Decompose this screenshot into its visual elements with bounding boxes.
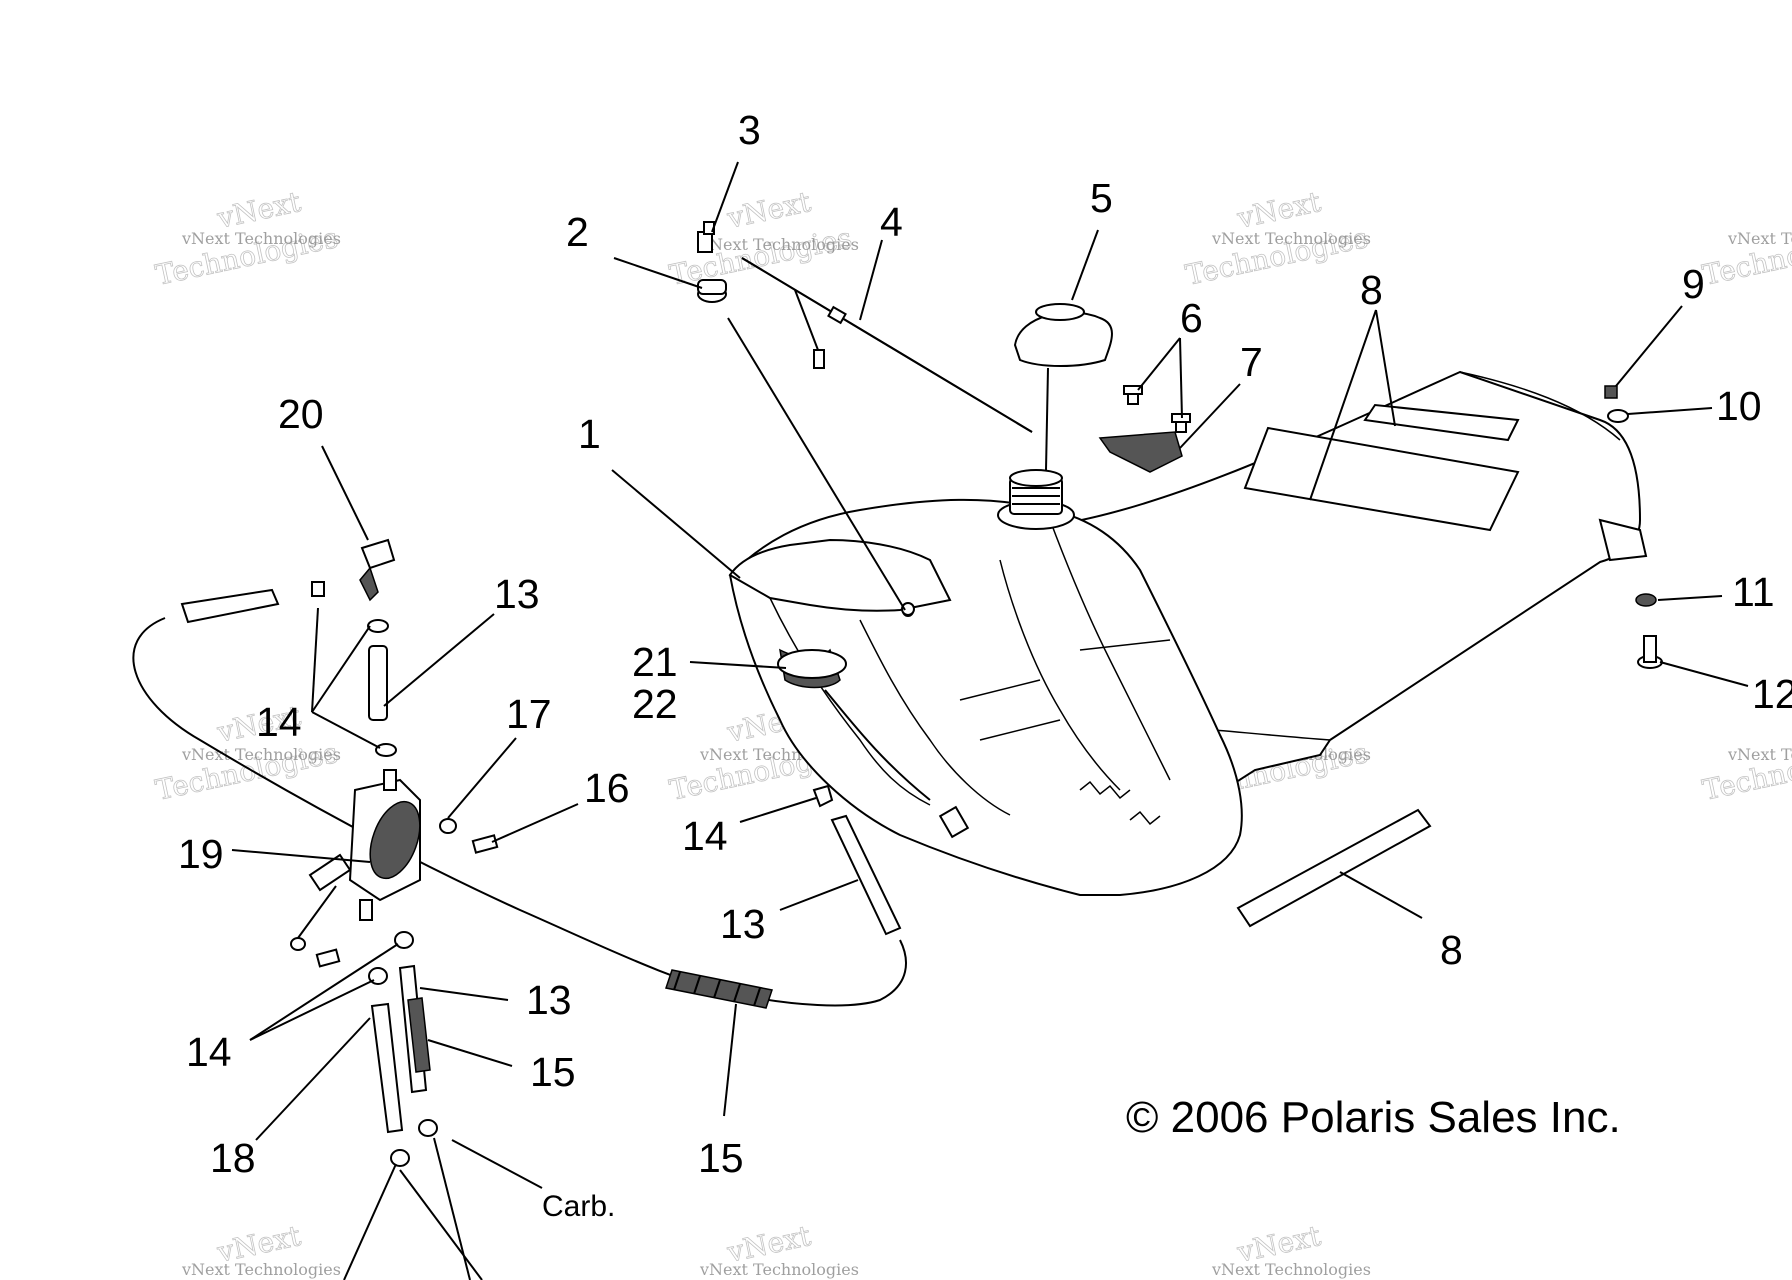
svg-text:vNext Technologies: vNext Technologies: [181, 745, 341, 764]
copyright-notice: © 2006 Polaris Sales Inc.: [1126, 1093, 1621, 1142]
watermark: vNext Technologies vNext: [1211, 1219, 1371, 1279]
callout-14-upper-left: 14: [256, 699, 302, 745]
callout-2: 2: [566, 209, 589, 255]
watermark: Technologies vNext Technologies vNext: [152, 699, 341, 808]
nut: [1604, 385, 1618, 399]
callout-13-lower-left: 13: [526, 977, 572, 1023]
svg-text:vNext Technologies: vNext Technologies: [699, 235, 859, 254]
grommet: [697, 279, 727, 303]
callout-11: 11: [1732, 569, 1775, 615]
callout-20: 20: [278, 391, 324, 437]
watermark: Technologies vNext Technologies: [1699, 736, 1792, 808]
svg-text:vNext Technologies: vNext Technologies: [181, 229, 341, 248]
callout-18: 18: [210, 1135, 256, 1181]
fuel-cap: [1013, 303, 1113, 471]
decal-strip: [1236, 808, 1432, 928]
callout-14-lower-left: 14: [186, 1029, 232, 1075]
callout-8-bottom: 8: [1440, 927, 1463, 973]
callout-15-lower-left: 15: [530, 1049, 576, 1095]
vent-hose: [741, 257, 1033, 433]
callout-15-bottom: 15: [698, 1135, 744, 1181]
svg-text:Technologies: Technologies: [667, 221, 855, 292]
bracket: [1098, 431, 1183, 473]
svg-text:vNext Technologies: vNext Technologies: [1211, 1260, 1371, 1279]
washer-lower: [1635, 593, 1657, 607]
leader-lines: [231, 161, 1749, 1280]
washer: [1607, 409, 1629, 423]
svg-text:vNext: vNext: [724, 185, 815, 235]
callout-21: 21: [632, 639, 678, 685]
bolt: [1637, 635, 1663, 669]
rollover-valve: [697, 221, 715, 253]
watermark: Technologies vNext Technologies: [1699, 221, 1792, 293]
fuel-line-system: [132, 538, 907, 1167]
callout-7: 7: [1240, 339, 1263, 385]
callout-1: 1: [578, 411, 601, 457]
svg-text:vNext Technologies: vNext Technologies: [1727, 229, 1792, 248]
screws: [1123, 385, 1191, 433]
watermark: Technologies vNext Technologies vNext: [152, 185, 341, 293]
callout-9: 9: [1682, 261, 1705, 307]
callout-19: 19: [178, 831, 224, 877]
svg-text:vNext: vNext: [1234, 185, 1325, 235]
watermark: Technologies vNext Technologies vNext: [666, 185, 859, 293]
callout-13-middle: 13: [720, 901, 766, 947]
callout-12: 12: [1752, 671, 1792, 717]
callout-14-middle: 14: [682, 813, 728, 859]
watermark: Technologies vNext Technologies vNext: [1182, 185, 1371, 293]
callout-3: 3: [738, 107, 761, 153]
fuel-petcock: [308, 769, 421, 921]
carb-label: Carb.: [542, 1190, 615, 1223]
callout-8-top: 8: [1360, 267, 1383, 313]
callout-4: 4: [880, 199, 903, 245]
svg-text:vNext: vNext: [214, 185, 305, 235]
svg-text:vNext Technologies: vNext Technologies: [181, 1260, 341, 1279]
svg-text:vNext Technologies: vNext Technologies: [1727, 745, 1792, 764]
fuel-tank: [728, 370, 1648, 896]
callout-22: 22: [632, 681, 678, 727]
callout-10: 10: [1716, 383, 1762, 429]
callout-labels: 1 2 3 4 5 6 7 8 8 9 10 11 12 13 13 13 14…: [178, 107, 1792, 1223]
callout-16: 16: [584, 765, 630, 811]
callout-6: 6: [1180, 295, 1203, 341]
callout-5: 5: [1090, 175, 1113, 221]
spring-sleeve: [665, 969, 773, 1009]
watermark: vNext Technologies vNext: [699, 1219, 859, 1279]
svg-text:vNext Technologies: vNext Technologies: [1211, 229, 1371, 248]
callout-13-upper-left: 13: [494, 571, 540, 617]
watermark: vNext Technologies vNext: [181, 1219, 341, 1279]
svg-text:vNext Technologies: vNext Technologies: [699, 1260, 859, 1279]
callout-17: 17: [506, 691, 552, 737]
